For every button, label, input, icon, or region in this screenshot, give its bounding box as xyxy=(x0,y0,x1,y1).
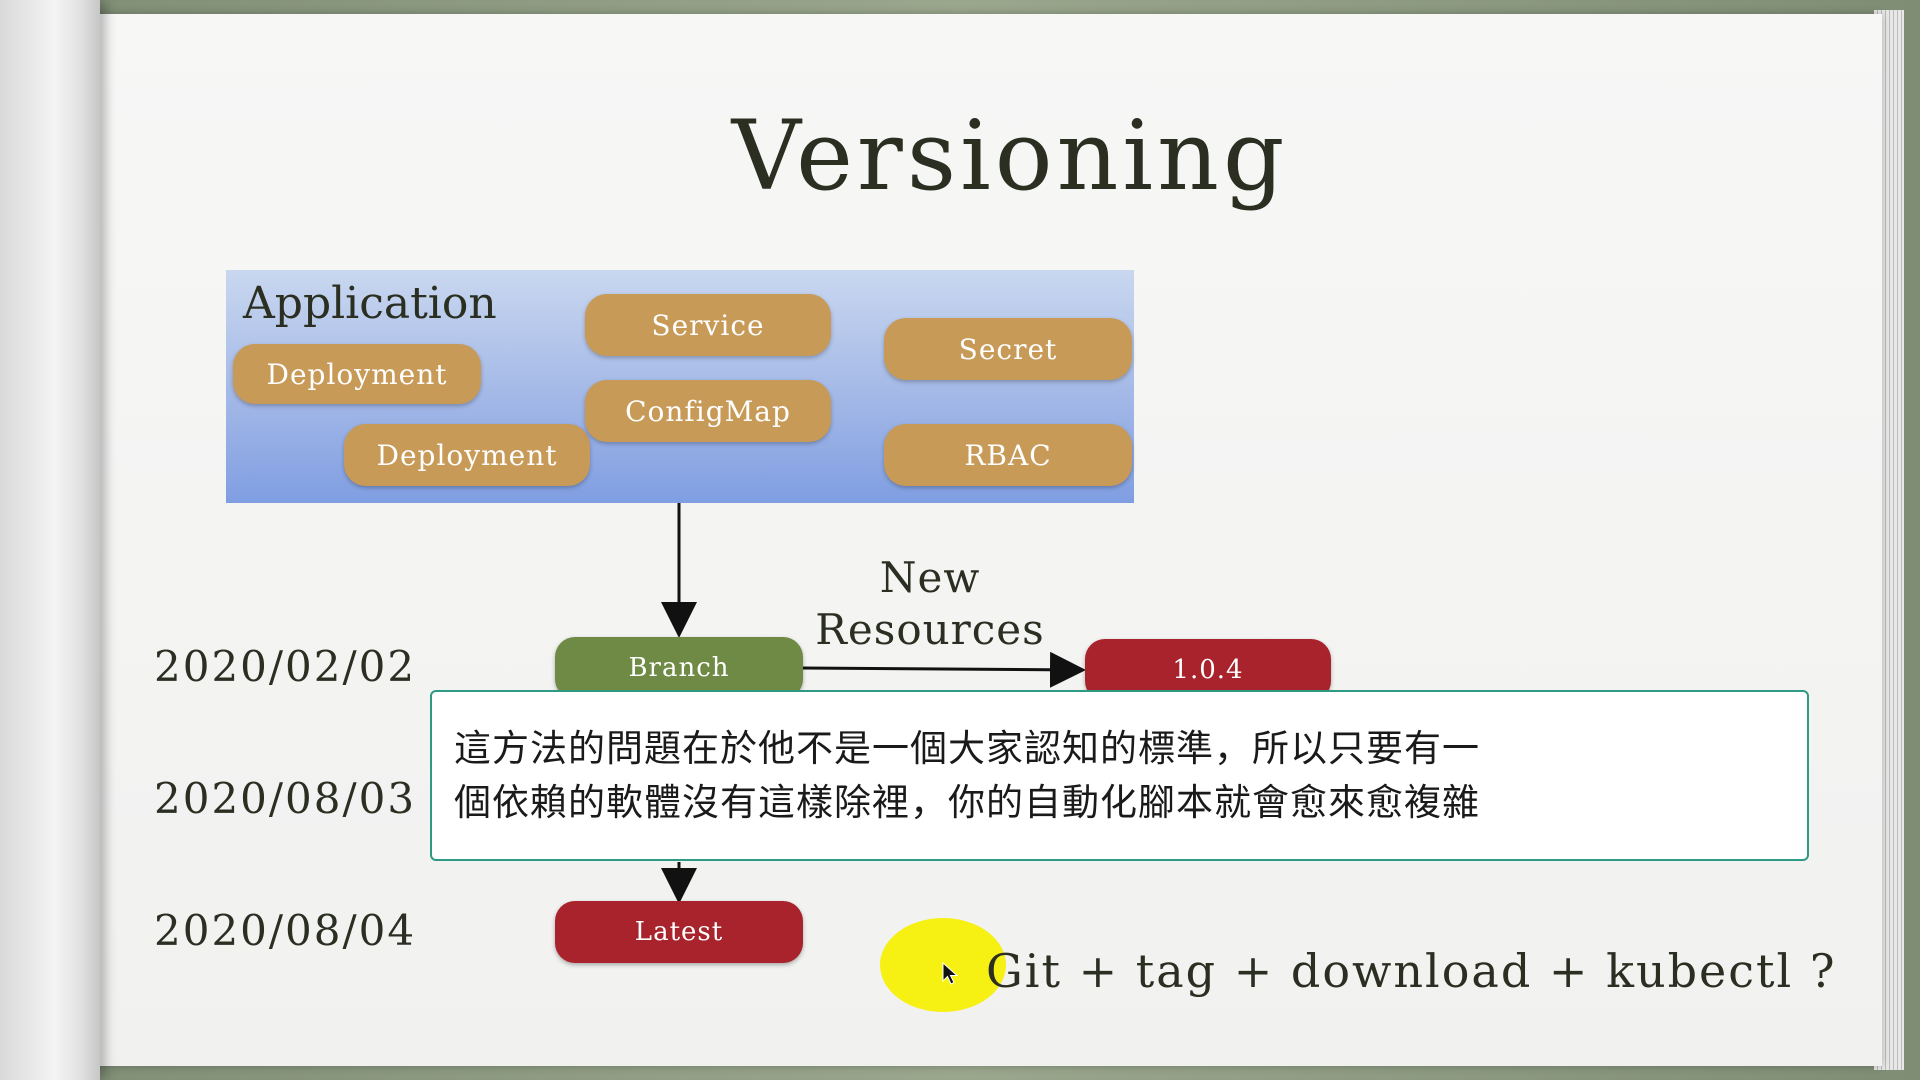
timeline-date-1: 2020/02/02 xyxy=(154,642,417,691)
application-label: Application xyxy=(243,278,497,329)
new-resources-label: New Resources xyxy=(790,552,1070,656)
subtitle-line-1: 這方法的問題在於他不是一個大家認知的標準，所以只要有一 xyxy=(454,727,1480,770)
timeline-date-3: 2020/08/04 xyxy=(154,906,417,955)
branch-node: Branch xyxy=(555,637,803,699)
resource-rbac: RBAC xyxy=(884,424,1132,486)
book-binding xyxy=(0,0,100,1080)
subtitle-caption: 這方法的問題在於他不是一個大家認知的標準，所以只要有一 個依賴的軟體沒有這樣除裡… xyxy=(430,690,1809,861)
resource-secret: Secret xyxy=(884,318,1132,380)
slide-page xyxy=(96,14,1882,1066)
new-resources-line1: New xyxy=(879,553,981,602)
arrow-branch-to-release xyxy=(801,651,1086,688)
mouse-pointer-icon xyxy=(942,962,959,985)
resource-deployment-1: Deployment xyxy=(233,344,481,404)
footer-text: Git + tag + download + kubectl ? xyxy=(986,944,1837,998)
resource-service: Service xyxy=(585,294,831,356)
latest-node: Latest xyxy=(555,901,803,963)
slide-title: Versioning xyxy=(731,100,1289,212)
timeline-date-2: 2020/08/03 xyxy=(154,774,417,823)
subtitle-line-2: 個依賴的軟體沒有這樣除裡，你的自動化腳本就會愈來愈複雜 xyxy=(454,781,1480,824)
new-resources-line2: Resources xyxy=(815,605,1045,654)
resource-configmap: ConfigMap xyxy=(585,380,831,442)
resource-deployment-2: Deployment xyxy=(344,424,590,486)
